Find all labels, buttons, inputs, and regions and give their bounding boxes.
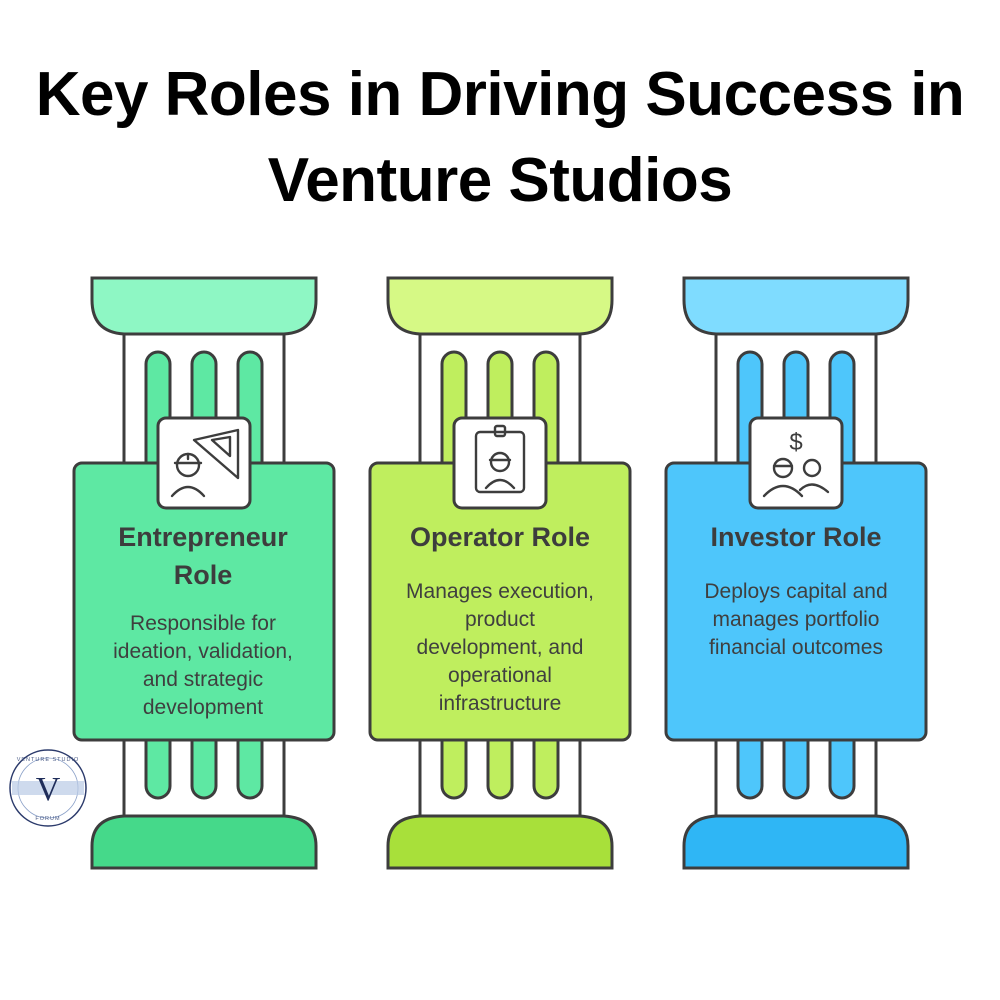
- entrepreneur-desc-line: Responsible for: [130, 612, 276, 635]
- investor-money-icon: $: [748, 416, 844, 510]
- operator-desc-line: product: [464, 608, 536, 631]
- operator-role-title: Operator Role: [372, 518, 628, 556]
- logo-ring-text-top: VENTURE STUDIO: [17, 757, 80, 763]
- svg-text:$: $: [789, 429, 802, 456]
- entrepreneur-ruler-icon: [156, 416, 252, 510]
- entrepreneur-desc-line: ideation, validation,: [113, 640, 293, 663]
- operator-desc-line: Manages execution,: [406, 580, 594, 603]
- title-line-2: Venture Studios: [267, 146, 733, 215]
- pillar-base: [90, 814, 318, 870]
- investor-title-line-1: Investor Role: [710, 522, 882, 552]
- operator-badge-icon: [452, 416, 548, 510]
- pillar-base: [682, 814, 910, 870]
- entrepreneur-title-line-2: Role: [173, 560, 233, 590]
- entrepreneur-role-title: Entrepreneur Role: [78, 518, 328, 594]
- entrepreneur-desc-line: and strategic: [142, 668, 264, 691]
- entrepreneur-role-description: Responsible for ideation, validation, an…: [78, 610, 328, 722]
- entrepreneur-title-line-1: Entrepreneur: [118, 522, 288, 552]
- pillar-capital: [386, 276, 614, 336]
- investor-desc-line: manages portfolio: [712, 608, 880, 631]
- logo-ring-text-bottom: FORUM: [35, 816, 60, 822]
- title-line-1: Key Roles in Driving Success in: [35, 60, 965, 129]
- operator-role-description: Manages execution, product development, …: [372, 578, 628, 718]
- pillar-operator: [368, 276, 632, 870]
- venture-studio-forum-logo: V VENTURE STUDIO FORUM: [9, 749, 87, 827]
- pillar-base: [386, 814, 614, 870]
- pillar-capital: [90, 276, 318, 336]
- pillar-entrepreneur: [72, 276, 336, 870]
- investor-role-title: Investor Role: [668, 518, 924, 556]
- pillar-capital: [682, 276, 910, 336]
- page-title: Key Roles in Driving Success in Venture …: [0, 52, 1000, 224]
- operator-title-line-1: Operator Role: [409, 522, 591, 552]
- investor-role-description: Deploys capital and manages portfolio fi…: [668, 578, 924, 662]
- pillar-investor: $: [664, 276, 928, 870]
- operator-desc-line: development, and: [416, 636, 584, 659]
- entrepreneur-desc-line: development: [142, 696, 264, 719]
- operator-desc-line: operational: [448, 664, 552, 687]
- investor-desc-line: financial outcomes: [709, 636, 883, 659]
- logo-letter: V: [36, 771, 61, 808]
- investor-desc-line: Deploys capital and: [704, 580, 888, 603]
- operator-desc-line: infrastructure: [438, 692, 562, 715]
